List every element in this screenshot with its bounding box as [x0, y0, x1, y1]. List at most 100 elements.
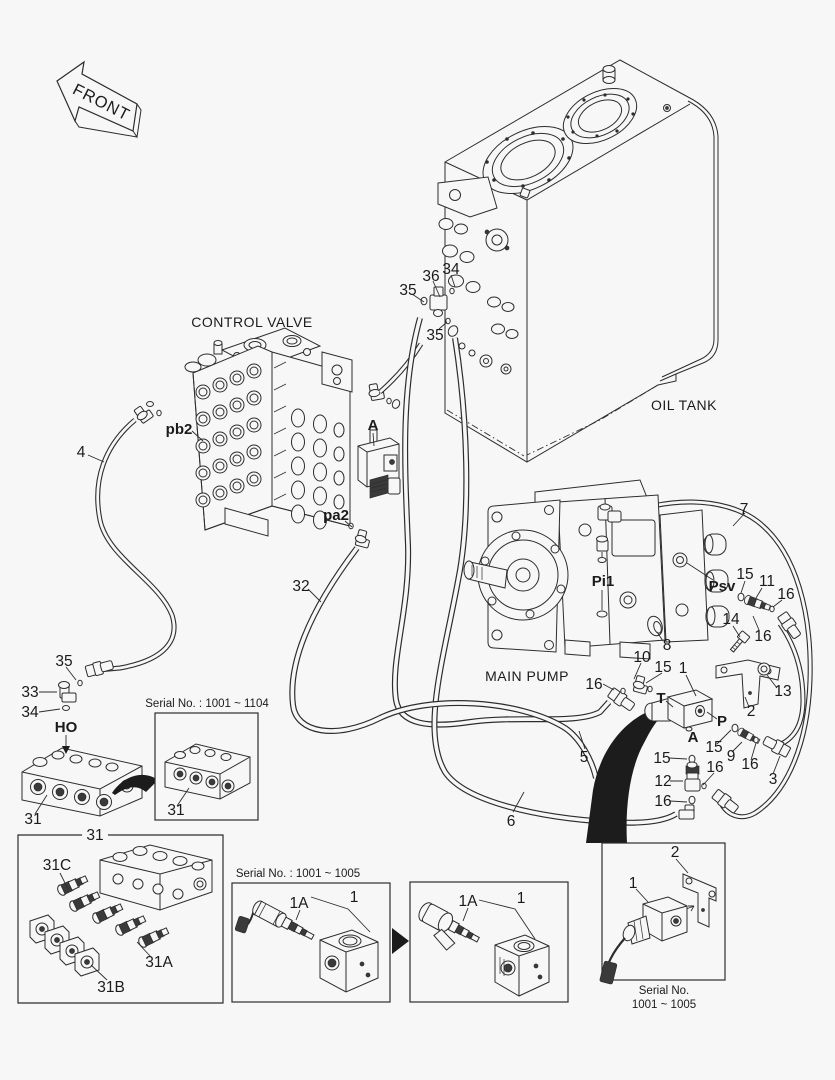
box-1005c-caption-line1: Serial No.: [639, 985, 690, 997]
callout-31-inset: 31: [167, 802, 184, 819]
tank-manhole-small: [562, 87, 638, 145]
box-b-block: [494, 934, 550, 997]
box-1005c-caption-line2: 1001 ~ 1005: [632, 999, 696, 1011]
callout-16-psv-below: 16: [754, 628, 771, 645]
callout-7: 7: [740, 501, 749, 518]
tank-top-nut: [519, 187, 531, 199]
box-c-bracket: [682, 873, 717, 928]
hose-5: [391, 317, 612, 728]
bolt-13: [757, 662, 771, 676]
port-ho-label: HO: [55, 719, 78, 736]
tank-manhole-small-bolts: [566, 93, 635, 138]
callout-4: 4: [77, 444, 86, 461]
box-serial-1005-a: [231, 882, 391, 1003]
callout-1-boxa: 1: [350, 889, 359, 906]
hose-32: [289, 546, 599, 779]
port-pi1-label: Pi1: [592, 573, 615, 590]
main-pump-label: MAIN PUMP: [485, 668, 569, 684]
callout-8: 8: [663, 637, 672, 654]
callout-6: 6: [507, 813, 516, 830]
callout-1-boxc: 1: [629, 875, 638, 892]
port-pa2-label: pa2: [323, 507, 349, 524]
callout-31b: 31B: [97, 979, 125, 996]
port-psv-label: Psv: [709, 578, 736, 595]
box-serial-1005-b: [409, 881, 569, 1003]
manifold-31: [21, 747, 143, 817]
callout-31a: 31A: [145, 954, 173, 971]
callout-16-a-side: 16: [706, 759, 723, 776]
part-8: [647, 615, 663, 637]
port-a-lower-label: A: [688, 729, 699, 746]
callout-12: 12: [654, 773, 671, 790]
front-direction-arrow: FRONT: [56, 60, 142, 139]
callout-34-ho: 34: [21, 704, 39, 721]
callout-16-psv-right: 16: [777, 586, 794, 603]
callout-35-tank-upper: 35: [399, 282, 416, 299]
callout-14: 14: [722, 611, 740, 628]
callout-33: 33: [21, 684, 38, 701]
swoosh-arrow-to-inset: [112, 774, 158, 795]
swoosh-arrow-to-detail-box: [586, 712, 662, 843]
tank-side-fittings: [437, 176, 519, 375]
box-a-block: [319, 929, 379, 993]
callout-10: 10: [633, 649, 651, 666]
callout-2: 2: [747, 703, 756, 720]
callout-16-p: 16: [741, 756, 758, 773]
tank-return-fittings: [420, 286, 459, 337]
box-31: [17, 834, 224, 1004]
labels: CONTROL VALVE OIL TANK MAIN PUMP pb2 pa2…: [21, 261, 794, 1011]
box-serial-1005-c: [599, 842, 726, 985]
callout-15-psv: 15: [736, 566, 753, 583]
callout-34-tank: 34: [442, 261, 460, 278]
callout-3: 3: [769, 771, 778, 788]
callout-35-tank-lower: 35: [426, 327, 443, 344]
callout-11: 11: [759, 573, 775, 590]
pi1-fitting: [596, 535, 609, 563]
hose-7: [613, 499, 813, 820]
tank-filler-cap: [602, 65, 616, 84]
main-pump: [463, 479, 730, 660]
control-valve-ports: [195, 363, 262, 508]
control-valve-label: CONTROL VALVE: [191, 314, 312, 330]
callout-31c: 31C: [43, 857, 71, 874]
box31-coils: [29, 914, 100, 977]
leader-lines: [34, 274, 783, 981]
callout-16-a-bottom: 16: [654, 793, 671, 810]
callout-2-boxc: 2: [671, 844, 680, 861]
pump-top-elbow: [597, 503, 622, 523]
arrow-between-boxes: [392, 928, 409, 954]
callout-32: 32: [292, 578, 309, 595]
control-valve: [184, 327, 353, 537]
port-p-label: P: [717, 713, 727, 730]
callout-31-main: 31: [24, 811, 41, 828]
control-valve-spools: [291, 408, 345, 530]
box-1005a-title: Serial No. : 1001 ~ 1005: [236, 868, 360, 880]
callout-15-a: 15: [653, 750, 670, 767]
box-a-solenoid: [234, 900, 315, 940]
t-block-1: [644, 689, 714, 732]
callout-1-boxb: 1: [517, 890, 526, 907]
hose-a-short: [378, 342, 424, 394]
callout-1a-boxa: 1A: [290, 895, 310, 912]
callout-15-t: 15: [654, 659, 671, 676]
oil-tank-label: OIL TANK: [651, 397, 717, 413]
box-c-coil: [599, 896, 688, 985]
solenoid-valve-a: [357, 382, 401, 499]
box31-title: 31: [86, 827, 103, 844]
callout-5: 5: [580, 749, 589, 766]
callout-1: 1: [679, 660, 688, 677]
hose-3: [777, 622, 806, 748]
tank-manhole-large: [482, 126, 574, 194]
callout-15-p: 15: [705, 739, 722, 756]
pa2-fitting: [348, 522, 373, 549]
callout-9: 9: [727, 748, 736, 765]
tank-manhole-large-bolts: [485, 131, 571, 188]
box-b-solenoid: [418, 902, 480, 951]
inset-manifold-31: [164, 743, 251, 800]
bracket-2: [715, 659, 781, 709]
callout-13: 13: [774, 683, 791, 700]
port-t-label: T: [656, 690, 665, 707]
pb2-fitting: [132, 401, 162, 425]
